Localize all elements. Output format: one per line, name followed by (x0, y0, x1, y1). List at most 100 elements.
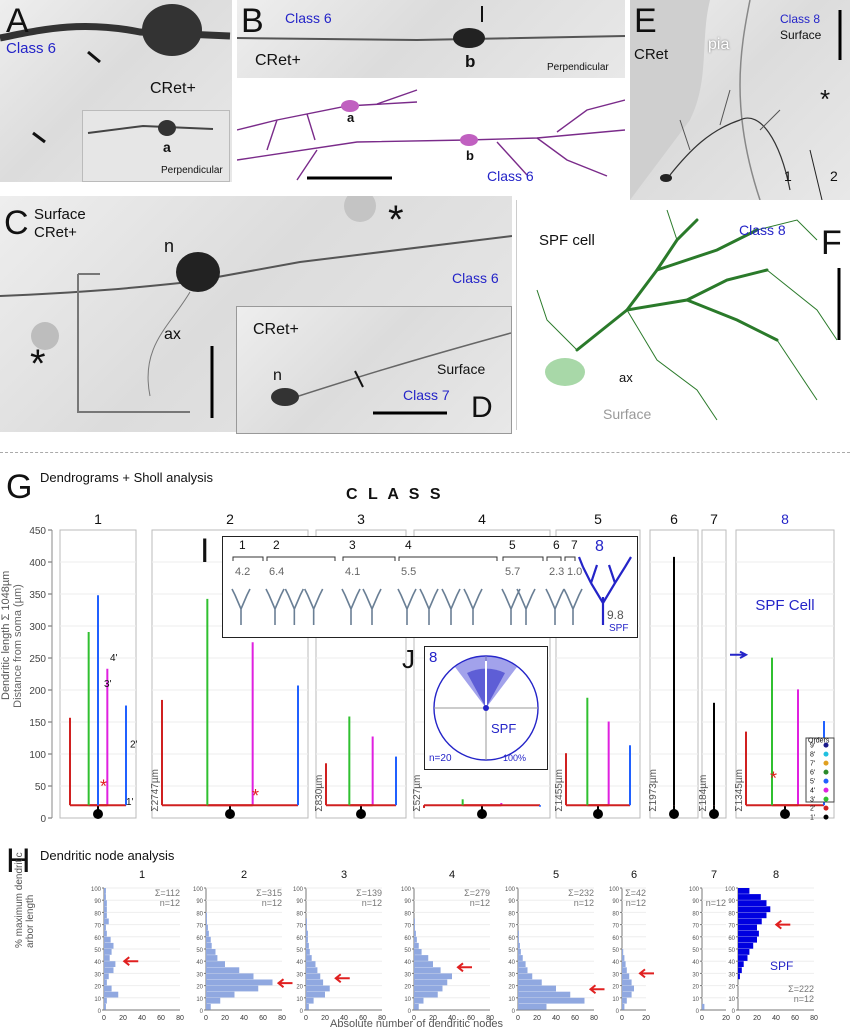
panel-i-tree (516, 588, 536, 625)
h-bar (104, 955, 110, 961)
y-tick-label: 300 (29, 622, 46, 633)
panel-b-trace: a b Class 6 (236, 80, 626, 192)
h-y-tick-label: 60 (728, 936, 735, 942)
soma-7 (709, 809, 719, 819)
h-bar (414, 918, 415, 925)
panel-d-class-label: Class 7 (403, 387, 450, 403)
h-x-tick-label: 20 (429, 1015, 437, 1022)
h-bar (306, 961, 316, 967)
soma-2 (225, 809, 235, 819)
panel-i-tree (397, 588, 417, 625)
h-bar (206, 1003, 211, 1010)
panel-g-sum-1: Dendritic length Σ 1048µm (0, 570, 12, 700)
panel-i-value-2: 6.4 (269, 566, 284, 578)
h-bar (104, 991, 119, 998)
order-label-2: 2' (130, 740, 138, 751)
h-bar (206, 912, 207, 919)
h-x-tick-label: 0 (516, 1015, 520, 1022)
h-y-tick-label: 100 (609, 887, 620, 893)
h-x-tick-label: 60 (157, 1015, 165, 1022)
h-y-tick-label: 20 (404, 985, 411, 991)
h-y-tick-label: 30 (728, 972, 735, 978)
h-x-tick-label: 40 (772, 1015, 780, 1022)
h-x-tick-label: 80 (176, 1015, 184, 1022)
class-label-3: 3 (357, 511, 365, 527)
panel-i-tree (341, 588, 361, 625)
h-class-title-4: 4 (449, 869, 455, 881)
h-y-tick-label: 70 (692, 924, 699, 930)
orders-legend-label: 9' (810, 743, 815, 750)
h-y-tick-label: 100 (505, 887, 516, 893)
panel-i-tree (362, 588, 382, 625)
h-bar (702, 1003, 705, 1010)
h-bar (738, 961, 744, 967)
h-n-4: n=12 (470, 898, 490, 908)
panel-j-spf: SPF (491, 721, 517, 736)
h-y-tick-label: 0 (696, 1009, 700, 1015)
h-y-tick-label: 0 (98, 1009, 102, 1015)
panel-b-cell-image (237, 6, 625, 48)
h-y-tick-label: 20 (296, 985, 303, 991)
panel-e-photo: E CRet pia Class 8 Surface * 1 2 (630, 0, 850, 200)
h-y-tick-label: 40 (508, 960, 515, 966)
panel-d-photo: CRet+ n Surface Class 7 D (236, 306, 512, 434)
h-y-tick-label: 0 (732, 1009, 736, 1015)
h-y-tick-label: 100 (193, 887, 204, 893)
h-bar (738, 918, 762, 925)
panel-b-trace-class: Class 6 (487, 168, 534, 184)
panel-e-layer-2: 2 (830, 168, 838, 184)
panel-j-inset: 8 SPF n=20 100% (424, 646, 548, 770)
panel-a-cell-image (0, 4, 231, 144)
h-y-tick-label: 80 (196, 911, 203, 917)
panel-e-cell-image (630, 0, 842, 200)
panel-f-view: Surface (603, 406, 652, 422)
h-x-tick-label: 60 (359, 1015, 367, 1022)
h-y-tick-label: 90 (94, 899, 101, 905)
dendritic-length-sum-5: Σ1455µm (554, 769, 565, 812)
orders-legend-dot (823, 742, 829, 748)
panel-f: SPF cell Class 8 F ax Surface (516, 200, 850, 430)
h-bar (518, 997, 585, 1004)
panel-f-axon: ax (619, 370, 633, 385)
panel-h-title: Dendritic node analysis (40, 848, 175, 863)
h-y-tick-label: 60 (692, 936, 699, 942)
panel-i-tree (303, 588, 324, 625)
h-bar (306, 930, 308, 937)
panel-h-ylabel: % maximum dendritic arbor length (14, 852, 36, 948)
h-bar (518, 967, 528, 974)
h-x-tick-label: 40 (552, 1015, 560, 1022)
h-bar (414, 955, 429, 961)
h-y-tick-label: 50 (404, 948, 411, 954)
panel-b-view: Perpendicular (547, 62, 609, 73)
h-bar (104, 900, 107, 906)
orders-legend-dot (823, 769, 829, 775)
h-bar (104, 894, 106, 900)
h-sum-8: Σ=222 (788, 984, 814, 994)
h-bar (104, 906, 107, 913)
h-x-tick-label: 0 (204, 1015, 208, 1022)
h-x-tick-label: 20 (753, 1015, 761, 1022)
panel-d-stain: CRet+ (253, 321, 299, 338)
class-label-4: 4 (478, 511, 486, 527)
h-x-tick-label: 40 (138, 1015, 146, 1022)
h-y-tick-label: 70 (612, 924, 619, 930)
h-bar (104, 973, 109, 980)
orders-legend-label: 8' (810, 752, 815, 759)
h-y-tick-label: 50 (94, 948, 101, 954)
h-bar (104, 985, 112, 992)
h-bar (518, 979, 542, 986)
h-sum-1: Σ=112 (155, 888, 180, 898)
h-x-tick-label: 0 (102, 1015, 106, 1022)
h-class-title-2: 2 (241, 869, 247, 881)
h-bar (306, 991, 325, 998)
panel-c-letter: C (4, 204, 29, 242)
h-x-tick-label: 80 (590, 1015, 598, 1022)
h-y-tick-label: 50 (728, 948, 735, 954)
panel-i-tree (545, 588, 565, 625)
h-sum-6: Σ=42 (625, 888, 646, 898)
panel-i-bracket (232, 556, 264, 561)
y-tick-label: 0 (40, 814, 46, 825)
panel-i-class-1: 1 (239, 538, 246, 552)
panel-i-tree (265, 588, 285, 625)
